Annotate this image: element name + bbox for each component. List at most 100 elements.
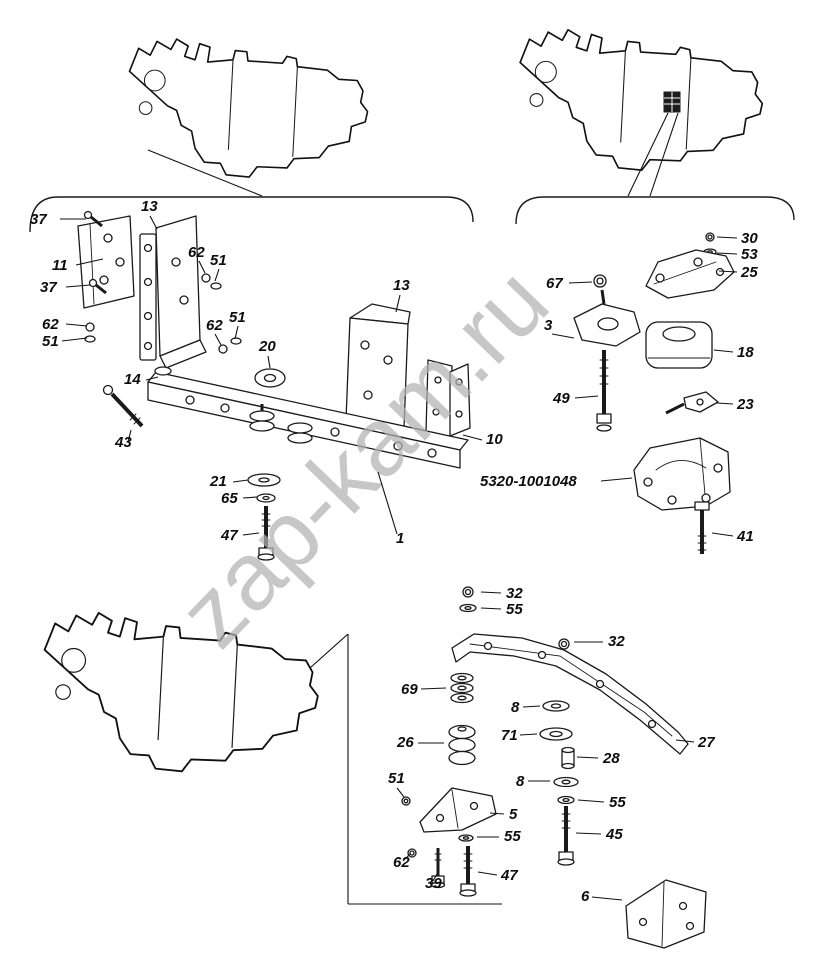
- part-label: 55: [506, 601, 523, 618]
- part-label: 21: [209, 473, 227, 490]
- part-label: 47: [500, 867, 518, 884]
- part-label: 23: [736, 396, 754, 413]
- part-label: 5320-1001048: [480, 473, 577, 490]
- part-label: 51: [210, 252, 227, 269]
- part-label: 30: [741, 230, 758, 247]
- leader-line: [242, 532, 260, 536]
- leader-line: [214, 268, 220, 282]
- leader-line: [198, 260, 206, 274]
- part-label: 18: [737, 344, 754, 361]
- leader-line: [402, 853, 411, 862]
- bottom-group-link: [309, 633, 502, 905]
- part-label: 45: [605, 826, 623, 843]
- part-label: 37: [30, 211, 47, 228]
- part-label: 62: [188, 244, 205, 261]
- leader-line: [420, 687, 447, 690]
- part-label: 8: [511, 699, 520, 716]
- part-1-crossmember: [147, 366, 469, 469]
- leader-line: [576, 756, 599, 759]
- leader-line: [711, 532, 734, 537]
- rear-group-link-2: [649, 112, 679, 197]
- part-18-cushion: [645, 321, 713, 369]
- part-32-nut-upper: [462, 586, 474, 598]
- leader-line: [432, 873, 438, 882]
- part-5320-1001048-support: [633, 437, 731, 511]
- part-62-51-cluster-left: [84, 322, 96, 343]
- part-label: 8: [516, 773, 525, 790]
- leader-line: [65, 284, 91, 288]
- part-8-washer-upper: [542, 700, 570, 712]
- leader-line: [267, 355, 271, 369]
- leader-line: [127, 429, 132, 443]
- leader-line: [480, 591, 502, 594]
- part-49-stud: [596, 350, 612, 432]
- leader-line: [234, 325, 239, 340]
- part-label: 3: [544, 317, 553, 334]
- rear-group-frame: [515, 196, 795, 225]
- part-label: 13: [393, 277, 410, 294]
- part-39-bolt: [430, 848, 446, 889]
- part-55-washer-upper: [459, 603, 477, 613]
- leader-line: [574, 395, 599, 399]
- part-41-bolt: [694, 501, 710, 554]
- leader-line: [551, 333, 575, 339]
- leader-line: [489, 812, 505, 815]
- leader-line: [716, 402, 734, 405]
- part-label: 47: [220, 527, 238, 544]
- part-label: 55: [504, 828, 521, 845]
- part-69-washer-stack: [450, 672, 474, 704]
- part-label: 32: [608, 633, 625, 650]
- part-label: 10: [486, 431, 503, 448]
- part-label: 6: [581, 888, 590, 905]
- part-label: 20: [258, 338, 276, 355]
- part-label: 5: [509, 806, 518, 823]
- part-25-bracket-arm: [645, 249, 735, 299]
- part-label: 71: [501, 727, 518, 744]
- part-45-bolt: [557, 806, 575, 866]
- leader-line: [462, 434, 483, 441]
- part-21-washer: [247, 473, 281, 487]
- part-51-washer-small: [401, 796, 411, 806]
- truck-silhouette-top-right: [519, 28, 764, 171]
- part-label: 37: [40, 279, 57, 296]
- truck-silhouette-bottom-left: [43, 611, 319, 773]
- leader-line: [568, 281, 593, 284]
- part-62-nut-bottom: [407, 848, 417, 858]
- part-67-nut: [593, 274, 607, 288]
- part-label: 51: [42, 333, 59, 350]
- rear-group-link-1: [627, 112, 669, 197]
- part-label: 26: [396, 734, 414, 751]
- part-label: 14: [124, 371, 141, 388]
- leader-line: [396, 787, 405, 798]
- leader-line: [145, 376, 159, 381]
- part-label: 62: [206, 317, 223, 334]
- leader-line: [477, 871, 498, 876]
- part-43-bolt: [102, 384, 144, 428]
- part-3-bracket: [573, 289, 641, 347]
- leader-line: [519, 733, 538, 736]
- part-55-washer-bracket: [458, 834, 474, 842]
- leader-line: [480, 607, 502, 610]
- part-label: 55: [609, 794, 626, 811]
- part-label: 62: [393, 854, 410, 871]
- part-label: 69: [401, 681, 418, 698]
- part-label: 13: [141, 198, 158, 215]
- leader-line: [713, 349, 734, 353]
- leader-line: [575, 832, 602, 835]
- part-13-right-bracket: [345, 303, 411, 429]
- part-label: 28: [602, 750, 620, 767]
- part-26-cushion: [448, 724, 476, 766]
- leader-line: [718, 270, 738, 273]
- part-label: 27: [697, 734, 715, 751]
- part-62-51-cluster-mid: [218, 337, 242, 354]
- leader-line: [65, 323, 88, 327]
- part-13-left-bracket: [139, 215, 207, 369]
- front-group-link: [147, 149, 263, 197]
- part-label: 53: [741, 246, 758, 263]
- part-62-51-cluster-upper: [201, 273, 222, 290]
- leader-line: [149, 215, 158, 230]
- part-label: 41: [736, 528, 754, 545]
